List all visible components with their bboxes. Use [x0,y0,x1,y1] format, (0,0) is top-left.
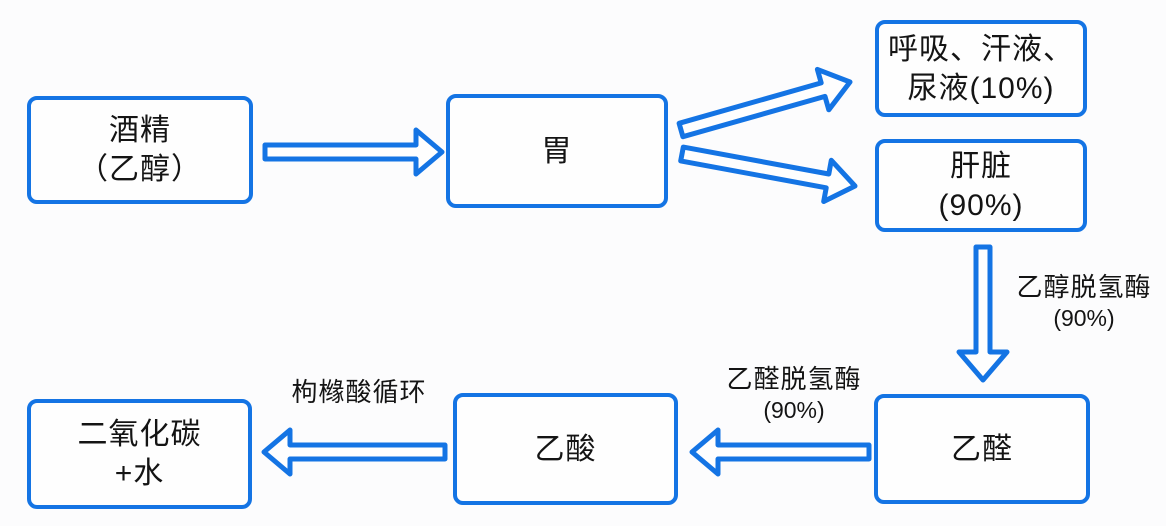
arrow-stomach-to-liver-icon [678,144,858,204]
label-citric-acid-cycle-line1: 枸橼酸循环 [291,377,427,407]
label-acetaldehyde-dehydrogenase: 乙醛脱氢酶 (90%) [718,364,870,424]
label-citric-acid-cycle: 枸橼酸循环 [285,377,433,409]
arrow-acetaldehyde-to-acetic-icon [689,427,872,477]
label-alcohol-dehydrogenase-line1: 乙醇脱氢酶 [1016,272,1152,302]
node-alcohol-line1: 酒精 [109,114,171,147]
node-co2-water-line2: +水 [114,457,165,490]
label-acetaldehyde-dehydrogenase-line1: 乙醛脱氢酶 [726,364,862,394]
node-excretion: 呼吸、汗液、 尿液(10%) [875,20,1087,117]
label-acetaldehyde-dehydrogenase-line2: (90%) [763,396,825,423]
node-excretion-line1: 呼吸、汗液、 [888,32,1074,66]
arrow-alcohol-to-stomach-icon [262,127,445,177]
node-acetaldehyde: 乙醛 [874,394,1090,504]
label-alcohol-dehydrogenase: 乙醇脱氢酶 (90%) [1008,272,1160,332]
node-liver-line1: 肝脏 [950,149,1012,183]
node-acetic-acid-line1: 乙酸 [534,432,597,466]
node-stomach: 胃 [446,94,668,208]
node-co2-water-line1: 二氧化碳 [77,418,202,451]
node-excretion-line2: 尿液(10%) [907,71,1055,105]
node-liver-line2: (90%) [938,188,1024,222]
node-liver: 肝脏 (90%) [875,139,1087,232]
node-alcohol: 酒精 （乙醇） [27,96,253,204]
arrow-acetic-to-co2-icon [261,427,448,477]
label-alcohol-dehydrogenase-line2: (90%) [1053,304,1115,331]
arrow-liver-to-acetaldehyde-icon [956,244,1010,383]
node-co2-water: 二氧化碳 +水 [27,399,252,509]
arrow-stomach-to-excretion-icon [676,66,853,140]
node-alcohol-line2: （乙醇） [78,153,202,186]
node-acetaldehyde-line1: 乙醛 [951,432,1013,466]
node-acetic-acid: 乙酸 [453,393,678,505]
node-stomach-line1: 胃 [541,134,573,168]
